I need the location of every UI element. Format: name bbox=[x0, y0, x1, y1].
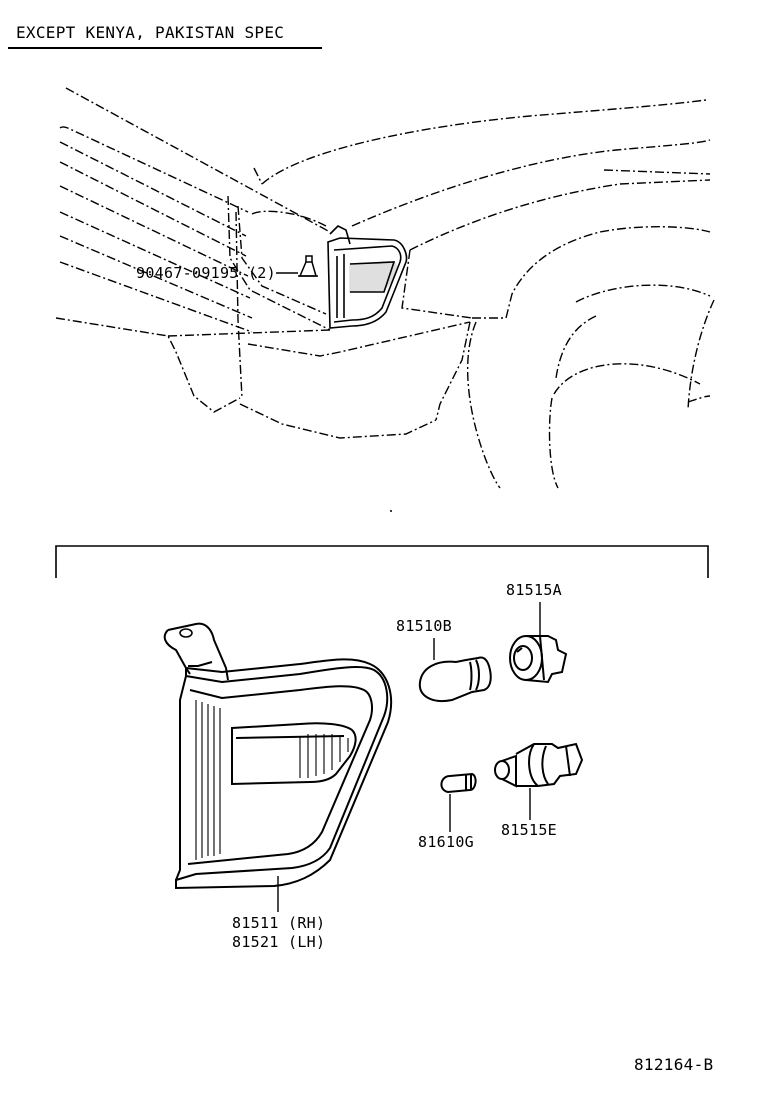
callout-lamp-rh: 81511 (RH) bbox=[232, 914, 326, 932]
bulb-small-icon bbox=[440, 772, 477, 794]
callout-socket-large: 81515A bbox=[506, 581, 562, 599]
callout-lamp-lh: 81521 (LH) bbox=[232, 933, 326, 951]
callout-socket-small: 81515E bbox=[501, 821, 557, 839]
socket-large-icon bbox=[509, 635, 568, 684]
bulb-large-icon bbox=[418, 656, 492, 702]
diagram-code: 812164-B bbox=[634, 1055, 714, 1074]
socket-small-icon bbox=[494, 742, 584, 788]
vehicle-overview bbox=[55, 87, 715, 489]
callout-bulb-small: 81610G bbox=[418, 833, 474, 851]
spec-title: EXCEPT KENYA, PAKISTAN SPEC bbox=[16, 23, 285, 42]
callout-clip: 90467-09195 (2) bbox=[136, 264, 276, 282]
clip-icon bbox=[298, 255, 318, 277]
corner-lamp-assembly bbox=[163, 622, 393, 890]
parts-group-bracket bbox=[55, 545, 709, 578]
title-underline bbox=[8, 47, 322, 49]
stray-dot bbox=[390, 510, 392, 512]
callout-bulb-large: 81510B bbox=[396, 617, 452, 635]
mounted-corner-lamp bbox=[327, 225, 408, 329]
